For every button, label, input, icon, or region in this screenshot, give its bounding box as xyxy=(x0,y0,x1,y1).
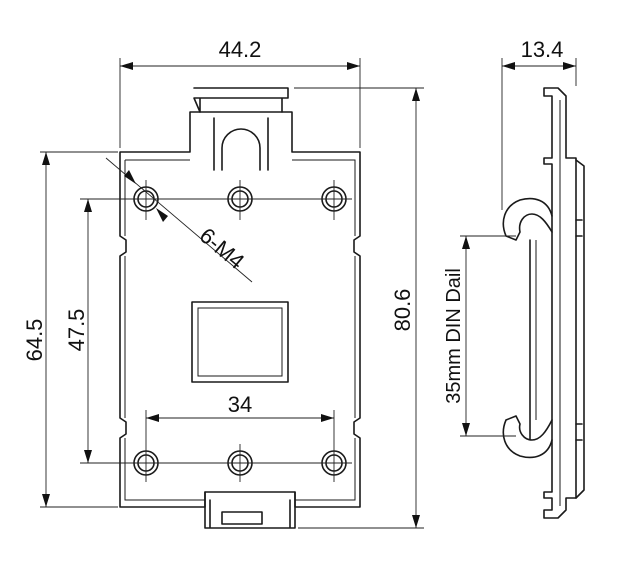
dimension-height-total: 80.6 xyxy=(294,87,424,529)
center-window-outer xyxy=(191,301,289,383)
dimension-rail-label: 35mm DIN Dail xyxy=(443,268,465,404)
dimension-rail: 35mm DIN Dail xyxy=(443,235,516,437)
dimension-hole-spacing: 34 xyxy=(146,392,334,422)
center-window-inner xyxy=(197,307,283,377)
dimension-height-total-label: 80.6 xyxy=(390,289,415,332)
top-clip-tab xyxy=(193,87,289,171)
dimension-width-total: 44.2 xyxy=(119,37,361,148)
bracket-plate-outline xyxy=(119,111,361,508)
hole-callout: 6-M4 xyxy=(105,157,253,283)
bracket-plate-inner-line xyxy=(124,159,356,501)
dimension-height-inner: 47.5 xyxy=(64,198,134,464)
bottom-clip-slot xyxy=(221,511,263,525)
dimension-width-total-label: 44.2 xyxy=(219,37,262,62)
mounting-holes xyxy=(133,186,347,476)
front-view xyxy=(119,87,361,529)
bottom-clip-tab xyxy=(204,491,296,529)
dimension-height-outer-label: 64.5 xyxy=(22,319,47,362)
dimension-height-inner-label: 47.5 xyxy=(64,309,89,352)
dimension-height-outer: 64.5 xyxy=(22,151,118,508)
dimension-hole-spacing-label: 34 xyxy=(228,392,252,417)
hole-centre-lines xyxy=(128,180,352,482)
side-plate-outline xyxy=(543,87,577,519)
dimension-side-depth-label: 13.4 xyxy=(521,37,564,62)
dimension-side-depth: 13.4 xyxy=(501,37,577,210)
side-front-tabs xyxy=(575,159,585,499)
top-clip-slot xyxy=(221,128,261,171)
hole-callout-label: 6-M4 xyxy=(195,223,249,274)
side-view xyxy=(502,87,585,519)
side-rail-clip xyxy=(502,197,553,459)
